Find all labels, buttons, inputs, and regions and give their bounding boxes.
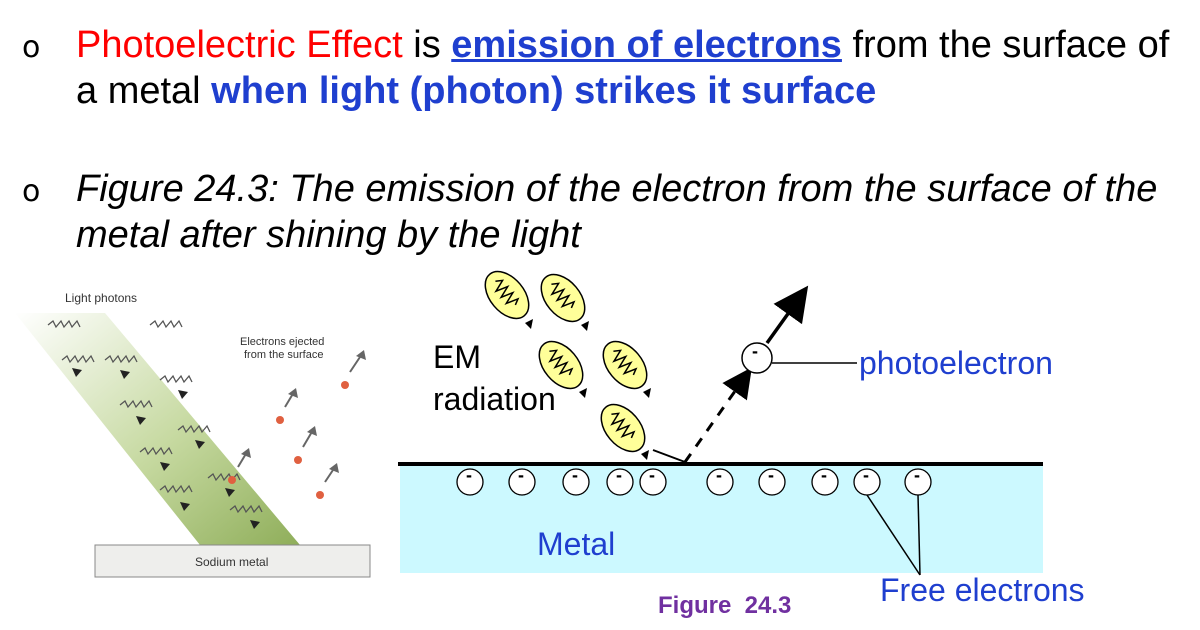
electron-sign: - [821,465,827,485]
ejected-electrons [228,381,349,499]
photon-packet [540,273,586,323]
label-light-photons: Light photons [65,291,137,305]
photon-packet [600,403,646,453]
bullet-marker: o [22,174,41,209]
photon-wave [104,354,138,364]
electron-signs: - - - - - - - - - - [466,465,920,485]
photon-arrowhead [180,502,190,511]
photon-arrowhead [195,440,205,449]
ejection-arrowhead [288,388,298,398]
pointer-line [917,494,921,576]
ejected-electron [316,491,324,499]
photon-arrowhead [178,390,188,399]
photon-packet [538,340,584,390]
label-sodium-metal: Sodium metal [195,555,268,569]
label-metal: Metal [537,526,615,562]
photoelectron [741,342,773,374]
free-electron [456,468,484,496]
ejected-electron [228,476,236,484]
ejected-electron [294,456,302,464]
photon-arrowhead [136,416,146,425]
ejection-arrowhead [241,448,251,458]
photon-arrowhead [643,388,651,398]
photon-wave [119,399,153,409]
sodium-metal-illustration: Light photons Electrons ejected from the… [15,291,371,578]
photon-packets [484,270,648,453]
free-electrons-row [456,468,932,496]
definition-condition: when light (photon) strikes it surface [211,70,877,112]
free-electron [758,468,786,496]
electron-sign: - [914,465,920,485]
light-beam [15,313,300,545]
free-electron-pointers [866,494,921,576]
electron-sign: - [863,465,869,485]
photon-direction-arrows [525,319,651,460]
term-photoelectric-effect: Photoelectric Effect [76,24,403,66]
photon-arrowhead [72,368,82,377]
ejection-arrowhead [356,350,366,360]
incident-path [652,449,686,463]
photon-arrowheads [72,368,260,529]
photon-packet [602,340,648,390]
electron-sign: - [518,465,524,485]
figure-caption: Figure 24.3 [658,592,791,619]
label-from-surface: from the surface [244,349,323,361]
ejection-arrows [237,350,366,483]
electron-sign: - [616,465,622,485]
definition-middle: from the surface of a metal [76,24,1170,112]
ejection-arrowhead [329,463,339,473]
sodium-metal-slab [94,544,371,578]
photon-arrowhead [250,520,260,529]
free-electron [639,468,667,496]
emphasis-emission: emission of electrons [451,24,842,66]
photoelectron-trajectory [765,285,809,345]
pointer-line [866,494,921,576]
photon-wave [139,446,173,456]
ejected-electron [341,381,349,389]
bullet-marker: o [22,30,41,65]
photon-packet [484,270,530,320]
photon-wave [159,374,193,384]
electron-sign: - [649,465,655,485]
electron-sign: - [572,465,578,485]
label-radiation: radiation [433,381,556,417]
photon-wave [149,319,183,329]
free-electron [508,468,536,496]
label-free-electrons: Free electrons [880,572,1085,608]
photon-wave [207,472,241,482]
photon-arrowhead [579,388,587,398]
photon-wave [47,319,81,329]
connector-text: is [402,24,452,66]
photon-arrowhead [160,462,170,471]
photon-arrowhead [225,488,235,497]
bullet-definition: o Photoelectric Effect is emission of el… [22,22,1192,114]
free-electron [811,468,839,496]
photon-waves [47,319,263,514]
photon-arrowhead [641,450,649,460]
figure-description: Figure 24.3: The emission of the electro… [76,168,1158,256]
photon-wave [159,484,193,494]
photon-arrowhead [120,370,130,379]
electron-sign: - [716,465,722,485]
ejection-arrowhead [307,426,317,436]
label-electrons-ejected: Electrons ejected [240,336,324,348]
label-photoelectron: photoelectron [859,345,1053,381]
free-electron [562,468,590,496]
photon-wave [229,504,263,514]
electron-sign: - [466,465,472,485]
free-electron [706,468,734,496]
photon-wave [61,354,95,364]
emission-path-dashed [683,367,752,463]
electron-sign: - [768,465,774,485]
photoelectric-diagram: - - - - - - - - - - [398,270,1085,619]
photon-wave [177,424,211,434]
label-em: EM [433,339,481,375]
free-electron [606,468,634,496]
bullet-figure-caption: o Figure 24.3: The emission of the elect… [22,166,1192,258]
ejected-electron [276,416,284,424]
photon-arrowhead [525,319,533,329]
photon-arrowhead [581,321,589,331]
definition-text: Photoelectric Effect is emission of elec… [76,22,1192,114]
photoelectron-sign: - [752,341,758,361]
